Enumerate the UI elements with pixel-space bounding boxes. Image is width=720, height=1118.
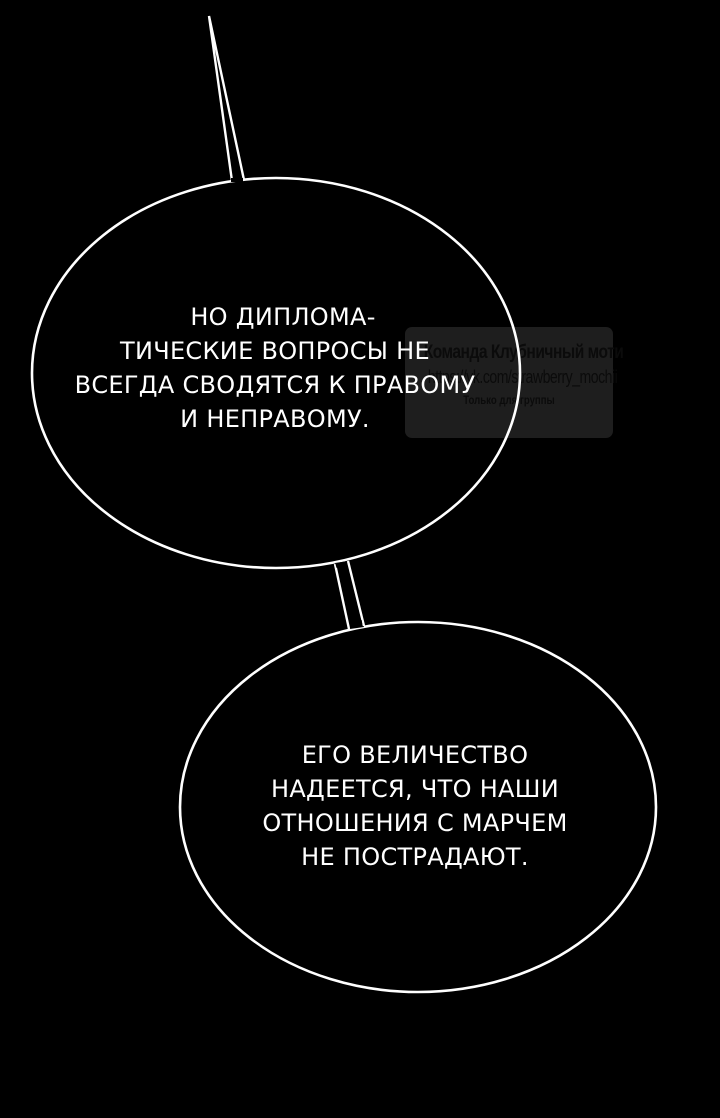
scanlation-watermark: Команда Клубничный моти https://vk.com/s… <box>405 327 624 438</box>
bubble-1-line-1: Но диплома- <box>190 303 376 331</box>
speech-bubble-2-outline <box>178 620 658 994</box>
speech-bubble-1-text: Но диплома- тические вопросы не всегда с… <box>60 300 490 436</box>
bubble-2-line-4: не пострадают. <box>301 843 529 871</box>
bubble-1-line-4: и неправому. <box>180 405 370 433</box>
bubble-2-line-2: надеется, что наши <box>270 775 559 803</box>
bubble-2-line-3: отношения с Марчем <box>262 809 568 837</box>
watermark-note: Только для группы <box>463 393 555 407</box>
watermark-url: https://vk.com/strawberry_mochii <box>427 367 618 387</box>
speech-bubble-1-outline <box>30 176 522 570</box>
bubble-1-line-3: всегда сводятся к правому <box>74 371 476 399</box>
speech-bubble-1-tail <box>207 15 246 182</box>
bubble-1-line-2: тические вопросы не <box>119 337 430 365</box>
speech-bubble-2-text: Его величество надеется, что наши отноше… <box>250 738 580 874</box>
watermark-team-name: Команда Клубничный моти <box>423 342 624 363</box>
bubble-2-line-1: Его величество <box>301 741 529 769</box>
bubble-connector <box>333 560 366 630</box>
